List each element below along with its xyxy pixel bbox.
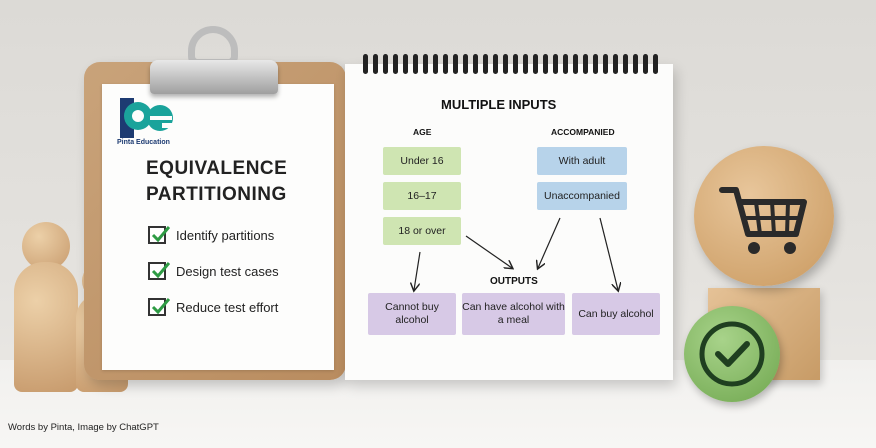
image-credit: Words by Pinta, Image by ChatGPT	[8, 422, 159, 433]
binding-ring	[483, 54, 488, 74]
pinta-logo	[120, 98, 174, 138]
checkbox-checked-icon	[148, 226, 170, 244]
wooden-disc	[694, 146, 834, 286]
binding-ring	[403, 54, 408, 74]
age-partition-box: 16–17	[383, 182, 461, 210]
output-box: Can have alcohol with a meal	[462, 293, 565, 335]
binding-ring	[383, 54, 388, 74]
binding-ring	[503, 54, 508, 74]
output-box: Can buy alcohol	[572, 293, 660, 335]
shopping-cart-icon	[719, 187, 807, 254]
binding-ring	[423, 54, 428, 74]
binding-ring	[373, 54, 378, 74]
binding-ring	[363, 54, 368, 74]
checklist-item: Identify partitions	[148, 226, 274, 244]
output-box: Cannot buy alcohol	[368, 293, 456, 335]
clipboard-title: EQUIVALENCE PARTITIONING	[146, 158, 288, 205]
binding-ring	[413, 54, 418, 74]
clipboard-clip	[150, 60, 278, 94]
binding-ring	[593, 54, 598, 74]
checklist-item: Reduce test effort	[148, 298, 278, 316]
binding-ring	[573, 54, 578, 74]
age-partition-box: 18 or over	[383, 217, 461, 245]
binding-ring	[543, 54, 548, 74]
binding-ring	[583, 54, 588, 74]
binding-ring	[453, 54, 458, 74]
binding-ring	[393, 54, 398, 74]
binding-ring	[433, 54, 438, 74]
clipboard-paper	[102, 84, 334, 370]
accompanied-partition-box: With adult	[537, 147, 627, 175]
checklist-item: Design test cases	[148, 262, 279, 280]
age-partition-box: Under 16	[383, 147, 461, 175]
calendar-spiral-binding	[363, 54, 659, 74]
accompanied-header: ACCOMPANIED	[551, 127, 615, 137]
binding-ring	[493, 54, 498, 74]
checkbox-checked-icon	[148, 262, 170, 280]
checkbox-checked-icon	[148, 298, 170, 316]
binding-ring	[613, 54, 618, 74]
binding-ring	[553, 54, 558, 74]
binding-ring	[643, 54, 648, 74]
green-check-disc	[684, 306, 780, 402]
pinta-logo-text: Pinta Education	[117, 139, 170, 146]
binding-ring	[623, 54, 628, 74]
outputs-label: OUTPUTS	[490, 276, 538, 287]
binding-ring	[513, 54, 518, 74]
binding-ring	[523, 54, 528, 74]
binding-ring	[463, 54, 468, 74]
age-header: AGE	[413, 127, 432, 137]
binding-ring	[533, 54, 538, 74]
binding-ring	[473, 54, 478, 74]
accompanied-partition-box: Unaccompanied	[537, 182, 627, 210]
calendar-title: MULTIPLE INPUTS	[441, 97, 557, 112]
binding-ring	[653, 54, 658, 74]
binding-ring	[633, 54, 638, 74]
checkmark-icon	[699, 321, 765, 387]
binding-ring	[443, 54, 448, 74]
binding-ring	[603, 54, 608, 74]
binding-ring	[563, 54, 568, 74]
